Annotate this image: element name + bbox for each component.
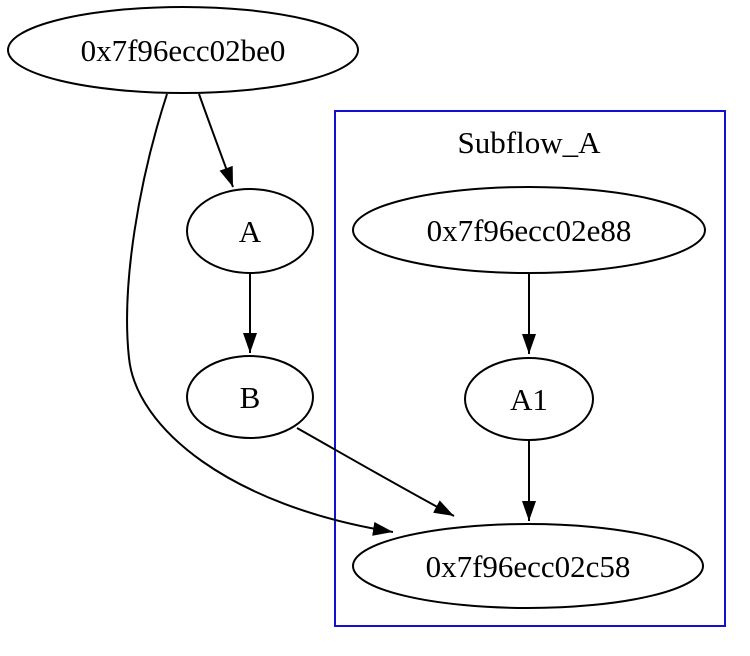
node-e88: 0x7f96ecc02e88: [352, 186, 706, 274]
node-be0-label: 0x7f96ecc02be0: [81, 33, 286, 68]
node-a-label: A: [239, 214, 262, 249]
node-a: A: [186, 188, 314, 274]
node-e88-shape: [352, 186, 706, 274]
node-c58-label: 0x7f96ecc02c58: [426, 549, 631, 584]
node-a1-label: A1: [510, 382, 548, 417]
cluster-subflow-a-border: [334, 110, 726, 627]
edge-b-to-c58: [296, 427, 455, 517]
node-a-shape: [186, 188, 314, 274]
cluster-subflow-a-label: Subflow_A: [458, 125, 602, 160]
node-b-shape: [186, 355, 314, 439]
node-a1: A1: [464, 357, 594, 441]
node-e88-label: 0x7f96ecc02e88: [427, 213, 632, 248]
node-be0: 0x7f96ecc02be0: [7, 6, 359, 94]
node-c58: 0x7f96ecc02c58: [352, 523, 704, 609]
edge-be0-to-a: [198, 93, 234, 188]
node-c58-shape: [352, 523, 704, 609]
node-a1-shape: [464, 357, 594, 441]
node-be0-shape: [7, 6, 359, 94]
edge-be0-to-c58: [126, 93, 394, 536]
node-b: B: [186, 355, 314, 439]
node-b-label: B: [240, 380, 261, 415]
